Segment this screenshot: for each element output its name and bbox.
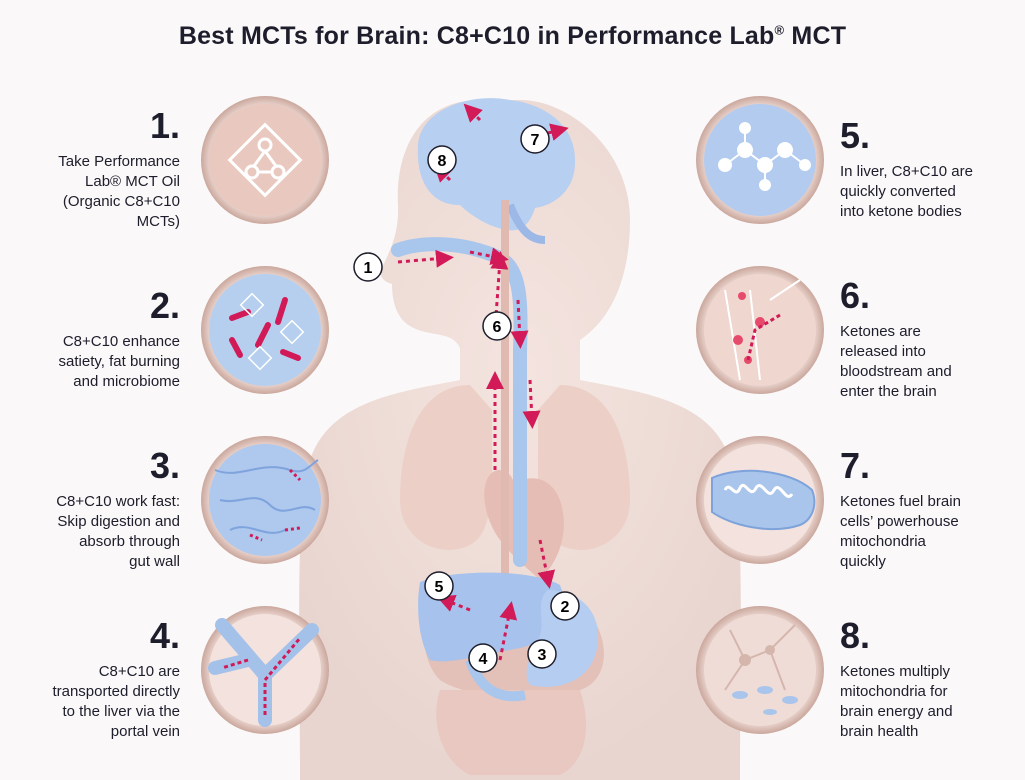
svg-text:5: 5 — [435, 579, 444, 596]
step-4: 4. C8+C10 are transported directly to th… — [10, 618, 180, 742]
arrow-portal — [498, 601, 518, 661]
marker-5: 5 — [424, 571, 454, 601]
step-number: 6. — [840, 275, 871, 316]
step-8: 8. Ketones multiply mitochondria for bra… — [840, 618, 1015, 742]
neuron-icon — [724, 624, 796, 691]
arrow-down-2 — [522, 379, 541, 429]
marker-7: 7 — [520, 124, 550, 154]
step-1: 1. Take Performance Lab® MCT Oil (Organi… — [10, 108, 180, 232]
marker-1: 1 — [353, 252, 383, 282]
circle-step-8 — [696, 606, 824, 734]
step-description: Ketones fuel brain cells’ powerhouse mit… — [840, 493, 961, 570]
step-7: 7. Ketones fuel brain cells’ powerhouse … — [840, 448, 1015, 572]
molecule-icon — [227, 122, 303, 198]
ketone-molecule-icon — [718, 122, 811, 191]
step-description: Take Performance Lab® MCT Oil (Organic C… — [58, 153, 180, 230]
step-number: 2. — [149, 285, 180, 326]
step-number: 5. — [840, 115, 871, 156]
step-description: In liver, C8+C10 are quickly converted i… — [840, 163, 973, 220]
circle-step-6 — [696, 266, 824, 394]
step-description: C8+C10 work fast: Skip digestion and abs… — [56, 493, 180, 570]
circle-step-5 — [696, 96, 824, 224]
step-6: 6. Ketones are released into bloodstream… — [840, 278, 1015, 402]
svg-text:6: 6 — [493, 319, 502, 336]
marker-6: 6 — [482, 311, 512, 341]
gut-wall-icon — [214, 459, 319, 534]
step-number: 1. — [149, 105, 180, 146]
step-2: 2. C8+C10 enhance satiety, fat burning a… — [10, 288, 180, 392]
svg-text:4: 4 — [479, 651, 488, 668]
circle-step-3 — [201, 436, 329, 564]
step-5: 5. In liver, C8+C10 are quickly converte… — [840, 118, 1015, 222]
step-3: 3. C8+C10 work fast: Skip digestion and … — [10, 448, 180, 572]
step-number: 4. — [149, 615, 180, 656]
svg-text:7: 7 — [531, 132, 540, 149]
mitochondria-icon — [711, 469, 816, 531]
arrow-brain-1 — [463, 103, 483, 123]
step-description: C8+C10 are transported directly to the l… — [52, 663, 180, 740]
arrow-down-1 — [510, 299, 529, 349]
svg-text:8: 8 — [438, 153, 447, 170]
step-number: 3. — [149, 445, 180, 486]
step-number: 7. — [840, 445, 871, 486]
circle-step-1 — [201, 96, 329, 224]
step-description: Ketones are released into bloodstream an… — [840, 323, 952, 400]
step-number: 8. — [840, 615, 871, 656]
page-title: Best MCTs for Brain: C8+C10 in Performan… — [178, 22, 847, 50]
microbiome-icon — [229, 297, 301, 361]
arrow-to-stomach — [537, 539, 556, 589]
svg-text:3: 3 — [538, 647, 547, 664]
marker-3: 3 — [527, 639, 557, 669]
step-description: Ketones multiply mitochondria for brain … — [840, 663, 953, 740]
step-markers: 1 2 3 4 5 6 7 8 — [353, 124, 580, 673]
circle-step-2 — [201, 266, 329, 394]
svg-text:2: 2 — [561, 599, 570, 616]
circle-step-4 — [201, 606, 329, 734]
circle-step-7 — [696, 436, 824, 564]
step-description: C8+C10 enhance satiety, fat burning and … — [58, 333, 180, 390]
marker-2: 2 — [550, 591, 580, 621]
marker-8: 8 — [427, 145, 457, 175]
bloodstream-icon — [724, 279, 801, 381]
svg-text:1: 1 — [364, 260, 373, 277]
marker-4: 4 — [468, 643, 498, 673]
